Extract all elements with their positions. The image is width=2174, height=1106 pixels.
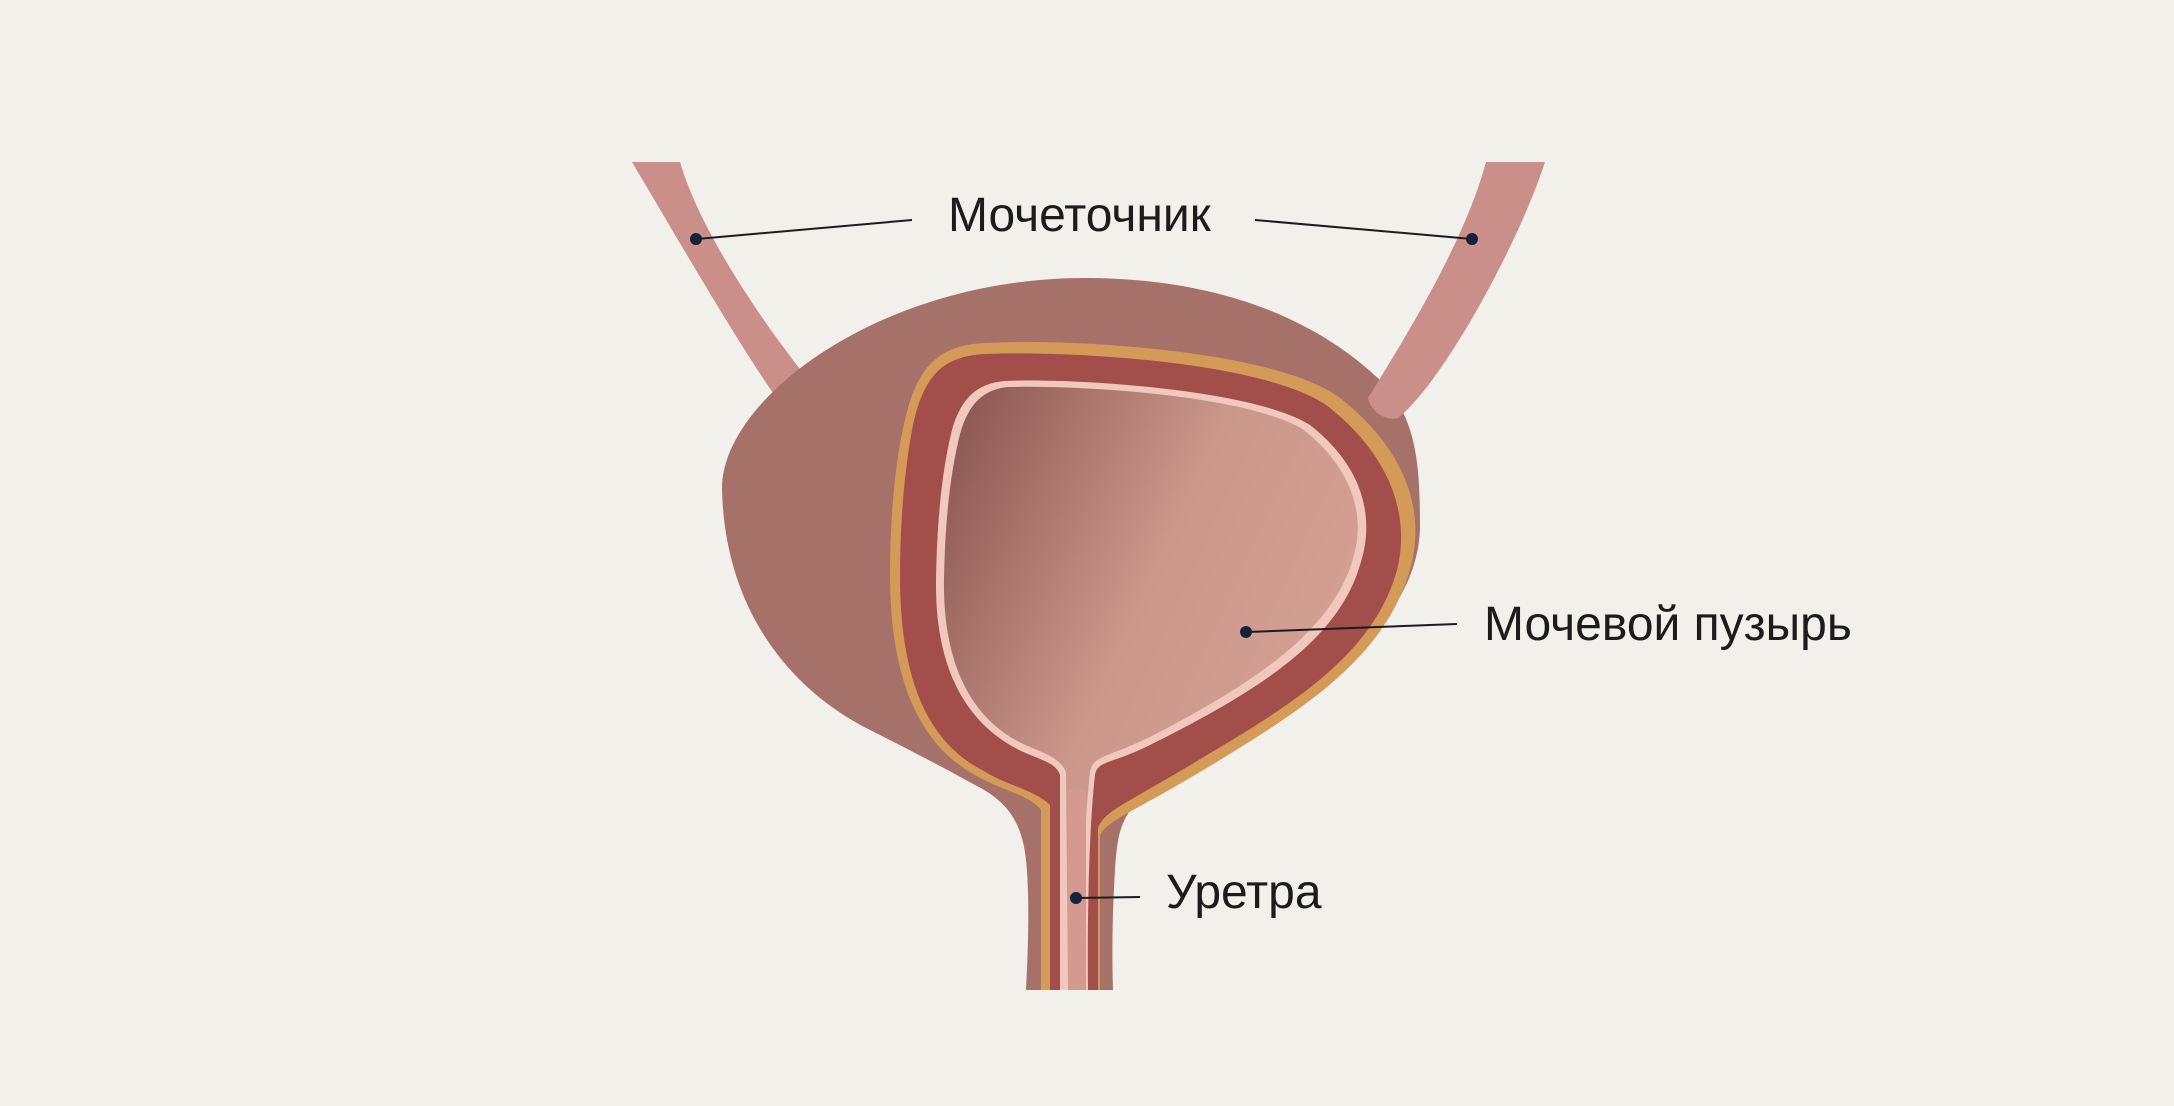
urethra-leader bbox=[1076, 896, 1141, 899]
ureter-leader-right bbox=[1254, 219, 1473, 240]
urethra-marker bbox=[1070, 892, 1082, 904]
left-ureter bbox=[632, 162, 815, 410]
bladder-label: Мочевой пузырь bbox=[1484, 598, 1852, 651]
urethra-label: Уретра bbox=[1166, 866, 1322, 919]
right-ureter bbox=[1368, 162, 1545, 419]
bladder-leader bbox=[1246, 623, 1458, 633]
ureter-label: Мочеточник bbox=[948, 189, 1212, 242]
ureter-right-marker bbox=[1466, 233, 1478, 245]
bladder-lumen bbox=[943, 386, 1358, 991]
bladder-marker bbox=[1240, 626, 1252, 638]
ureter-left-marker bbox=[690, 233, 702, 245]
urethra-channel bbox=[1068, 790, 1086, 990]
ureter-leader-left bbox=[696, 219, 913, 240]
